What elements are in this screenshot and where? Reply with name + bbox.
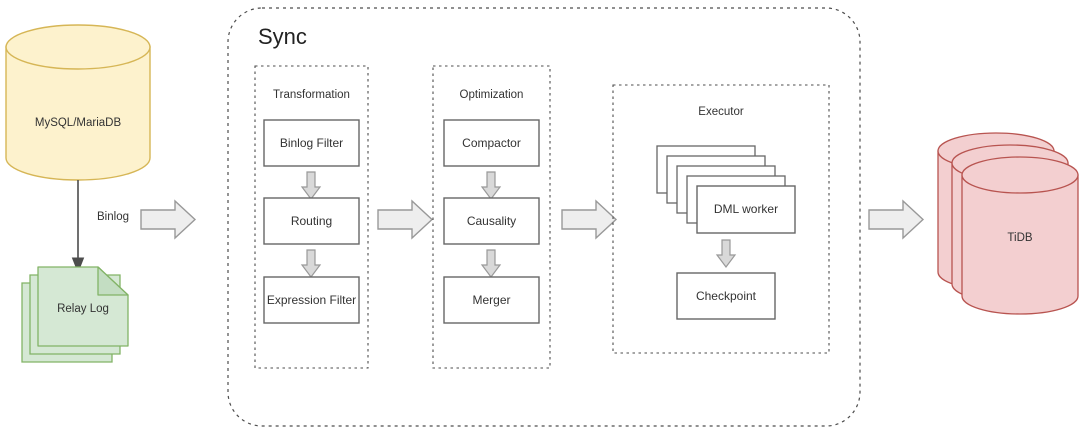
group-executor xyxy=(612,84,830,354)
flow-arrow-source-to-sync xyxy=(140,200,196,239)
group-transformation xyxy=(254,65,369,369)
flow-arrow-sync-to-target xyxy=(868,200,924,239)
arrow-dml-worker-to-checkpoint xyxy=(716,239,736,268)
arrow-causality-to-merger xyxy=(481,249,501,278)
box-binlog-filter xyxy=(263,119,360,167)
box-compactor xyxy=(443,119,540,167)
arrow-compactor-to-causality xyxy=(481,171,501,200)
arrow-routing-to-expression-filter xyxy=(301,249,321,278)
tidb-cylinder-stack xyxy=(937,132,1079,315)
relay-log-stack xyxy=(21,266,129,363)
flow-arrow-transformation-to-optimization xyxy=(377,200,433,239)
dml-worker-stack xyxy=(656,145,796,234)
binlog-connector xyxy=(71,180,85,274)
box-merger xyxy=(443,276,540,324)
mysql-cylinder xyxy=(5,24,151,181)
box-routing xyxy=(263,197,360,245)
box-dml-worker xyxy=(696,185,796,234)
box-expression-filter xyxy=(263,276,360,324)
box-checkpoint xyxy=(676,272,776,320)
flow-arrow-optimization-to-executor xyxy=(561,200,617,239)
arrow-binlog-filter-to-routing xyxy=(301,171,321,200)
sync-container xyxy=(227,7,861,427)
box-causality xyxy=(443,197,540,245)
